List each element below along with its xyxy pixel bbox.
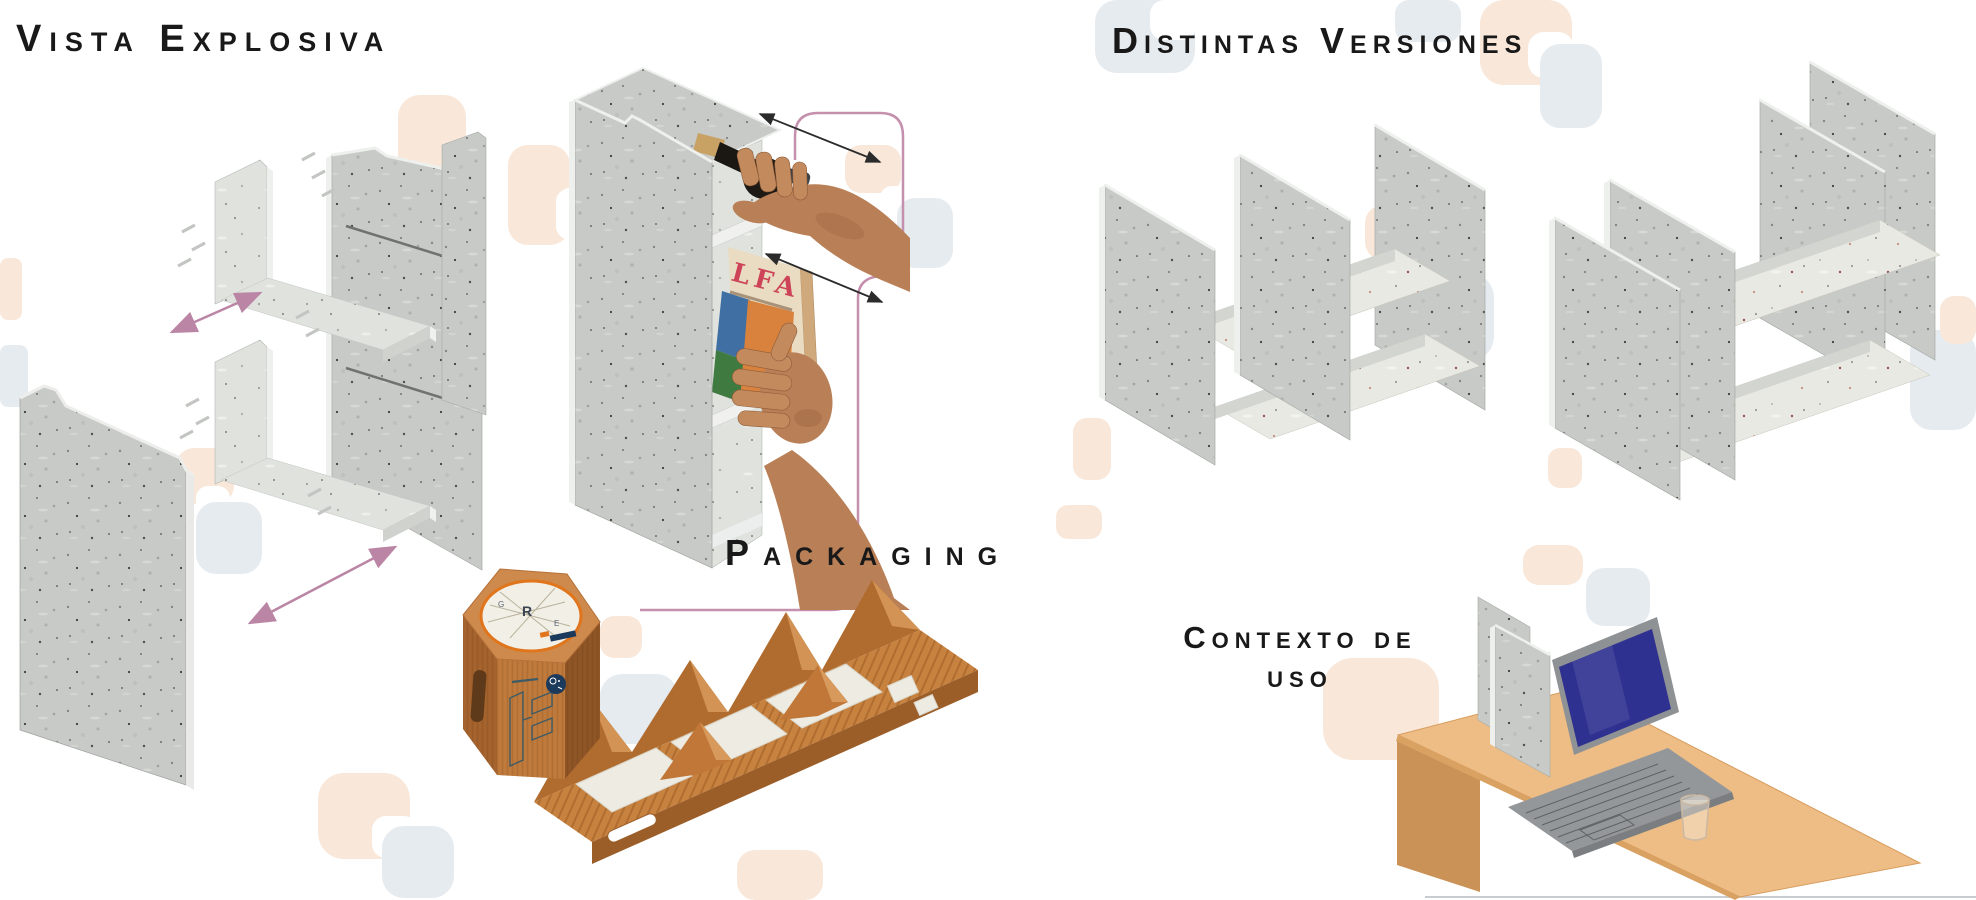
title-packaging: Packaging bbox=[725, 532, 1012, 573]
title-context-of-use: Contexto de uso bbox=[1135, 622, 1465, 692]
shelf-version-2 bbox=[1549, 60, 1941, 501]
box-label-letter-left: G bbox=[498, 600, 504, 609]
motif-shape bbox=[0, 258, 22, 320]
title-context-line1: Contexto de bbox=[1183, 620, 1417, 655]
shelf-version-1 bbox=[1099, 123, 1486, 466]
motion-dashes bbox=[177, 151, 336, 516]
title-exploded-view: Vista Explosiva bbox=[16, 18, 392, 60]
motif-shape bbox=[1056, 505, 1102, 539]
box-line-art bbox=[509, 677, 553, 768]
box-label-letter-main: R bbox=[522, 603, 532, 619]
flat-cardboard-tray bbox=[534, 580, 978, 864]
motif-shape bbox=[382, 826, 454, 898]
insertion-arrows bbox=[758, 113, 884, 303]
box-logo bbox=[546, 674, 566, 694]
drinking-glass bbox=[1680, 794, 1710, 841]
motif-shape bbox=[1540, 44, 1602, 128]
assembled-unit-illustration: LFA bbox=[441, 66, 910, 612]
laptop bbox=[1508, 617, 1734, 858]
title-context-line2: uso bbox=[1267, 659, 1333, 694]
motif-shape bbox=[1150, 0, 1196, 40]
motif-shape bbox=[1548, 448, 1582, 488]
motif-shape bbox=[1523, 545, 1583, 585]
hexagonal-box: R G E bbox=[462, 568, 601, 779]
assembled-front-panel bbox=[569, 98, 713, 569]
motif-shape bbox=[1586, 568, 1650, 626]
box-label-letter-right: E bbox=[554, 619, 559, 628]
exploded-left-panel bbox=[19, 384, 195, 790]
motif-shape bbox=[737, 850, 823, 900]
motif-shape bbox=[1073, 418, 1111, 480]
exploded-shelf-module bbox=[214, 159, 436, 362]
motif-shape bbox=[600, 616, 642, 658]
box-top-label: R G E bbox=[479, 579, 583, 653]
context-of-use-illustration bbox=[1396, 596, 1976, 900]
assembly-direction-arrows bbox=[169, 291, 398, 625]
desk-shelf-unit bbox=[1477, 596, 1551, 778]
box-handle-slot bbox=[470, 670, 487, 723]
hand-placing-book bbox=[731, 322, 910, 610]
versions-illustration bbox=[1099, 60, 1941, 501]
assembled-back-panel bbox=[441, 131, 487, 416]
title-different-versions: Distintas Versiones bbox=[1112, 20, 1528, 61]
packaging-illustration: R G E bbox=[462, 568, 978, 864]
motif-shape bbox=[1940, 296, 1976, 344]
motif-shape bbox=[1395, 0, 1461, 42]
